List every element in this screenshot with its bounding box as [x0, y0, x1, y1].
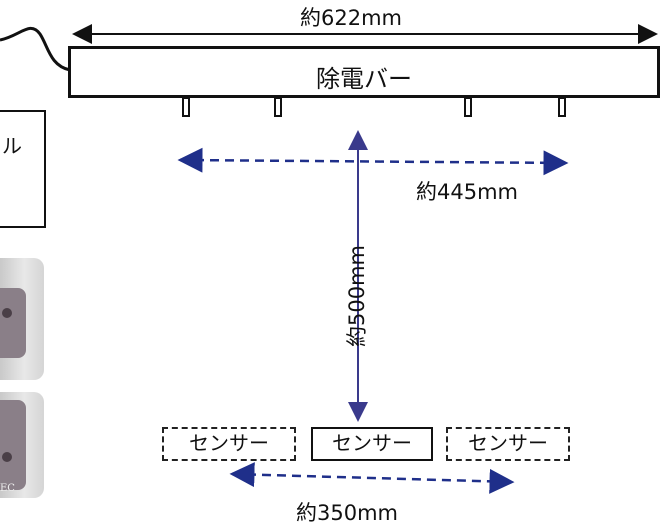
bar-length-label: 約622mm	[300, 6, 402, 30]
sensor-alt-left: センサー	[162, 427, 296, 461]
electrode	[274, 97, 282, 117]
sensor-alt-right: センサー	[446, 427, 570, 461]
left-panel: ル	[0, 110, 46, 228]
electrode	[464, 97, 472, 117]
power-cable	[0, 26, 71, 72]
electrode	[558, 97, 566, 117]
electrode	[182, 97, 190, 117]
distance-label: 約500mm	[345, 245, 369, 347]
discharge-bar: 除電バー	[68, 46, 660, 98]
device-photo-upper	[0, 258, 44, 380]
knob-icon	[2, 452, 12, 462]
sensor-span-arrow	[229, 462, 515, 494]
device-mark: EC	[0, 483, 15, 494]
left-panel-text: ル	[2, 134, 22, 158]
knob-icon	[2, 308, 12, 318]
bar-label: 除電バー	[316, 65, 412, 93]
electrodes	[182, 97, 566, 117]
electrode-span-arrow	[177, 147, 569, 176]
sensor-span-label: 約350mm	[296, 501, 398, 525]
device-photo-lower: EC	[0, 392, 44, 498]
electrode-span-label: 約445mm	[416, 180, 518, 204]
sensor-main: センサー	[311, 427, 433, 461]
